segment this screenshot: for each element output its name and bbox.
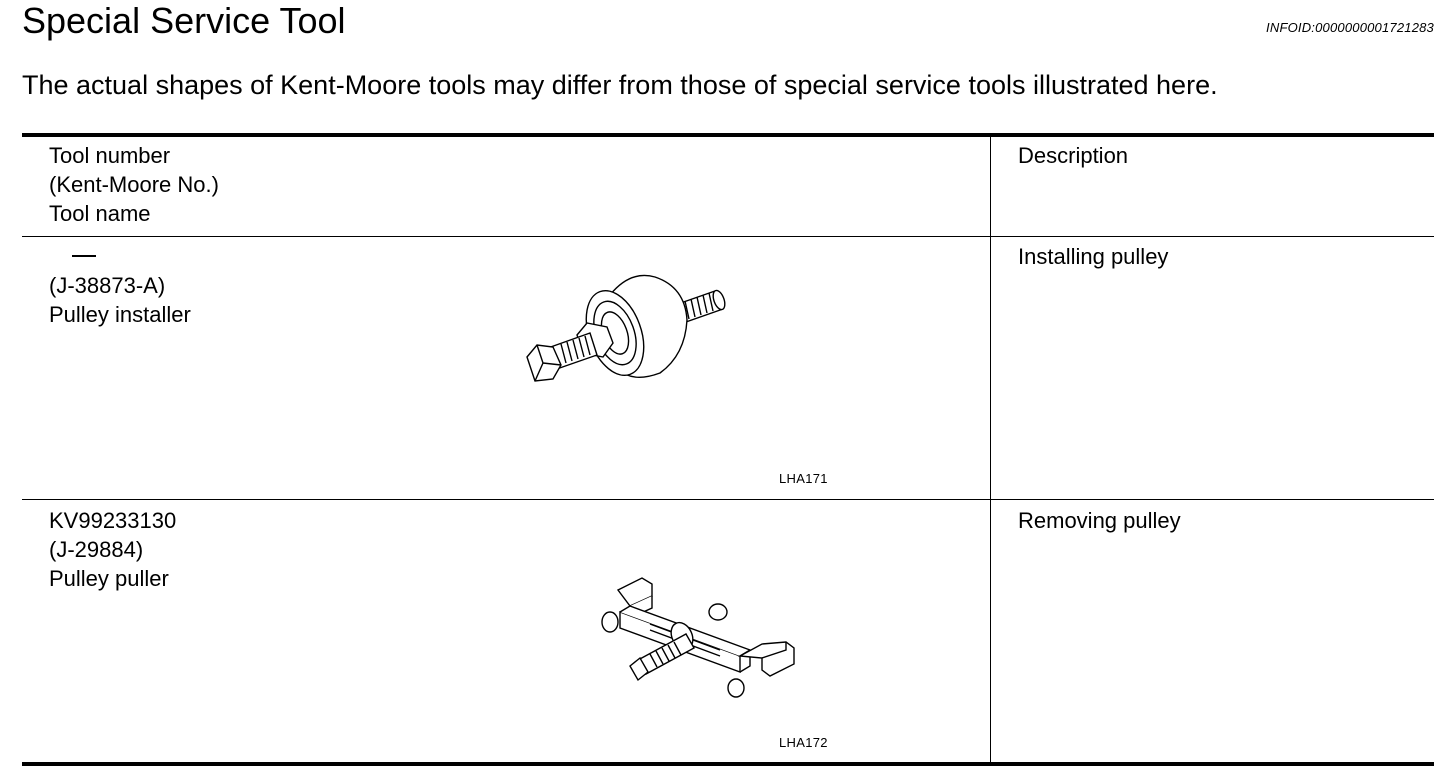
table-bottom-rule xyxy=(22,762,1434,766)
intro-text: The actual shapes of Kent-Moore tools ma… xyxy=(22,70,1218,100)
column-divider xyxy=(990,137,991,763)
pulley-installer-illustration xyxy=(526,274,726,382)
page-title: Special Service Tool xyxy=(22,0,346,41)
tool-name: Pulley installer xyxy=(49,302,191,327)
kent-moore-number: (J-29884) xyxy=(49,537,144,562)
table-header-kent-moore: (Kent-Moore No.) xyxy=(49,172,219,197)
table-header-tool-name: Tool name xyxy=(49,201,151,226)
tool-description: Removing pulley xyxy=(1018,508,1181,533)
table-header-tool-number: Tool number xyxy=(49,143,171,168)
info-id: INFOID:0000000001721283 xyxy=(1266,20,1434,35)
tool-description: Installing pulley xyxy=(1018,244,1169,269)
header-bottom-rule xyxy=(22,236,1434,237)
tool-number-dash xyxy=(72,255,96,257)
figure-code: LHA172 xyxy=(779,735,828,750)
table-header-description: Description xyxy=(1018,143,1129,168)
tool-name: Pulley puller xyxy=(49,566,169,591)
pulley-puller-illustration xyxy=(601,577,795,698)
kent-moore-number: (J-38873-A) xyxy=(49,273,166,298)
tool-number: KV99233130 xyxy=(49,508,177,533)
table-top-rule xyxy=(22,133,1434,137)
figure-code: LHA171 xyxy=(779,471,828,486)
row-divider xyxy=(22,499,1434,500)
